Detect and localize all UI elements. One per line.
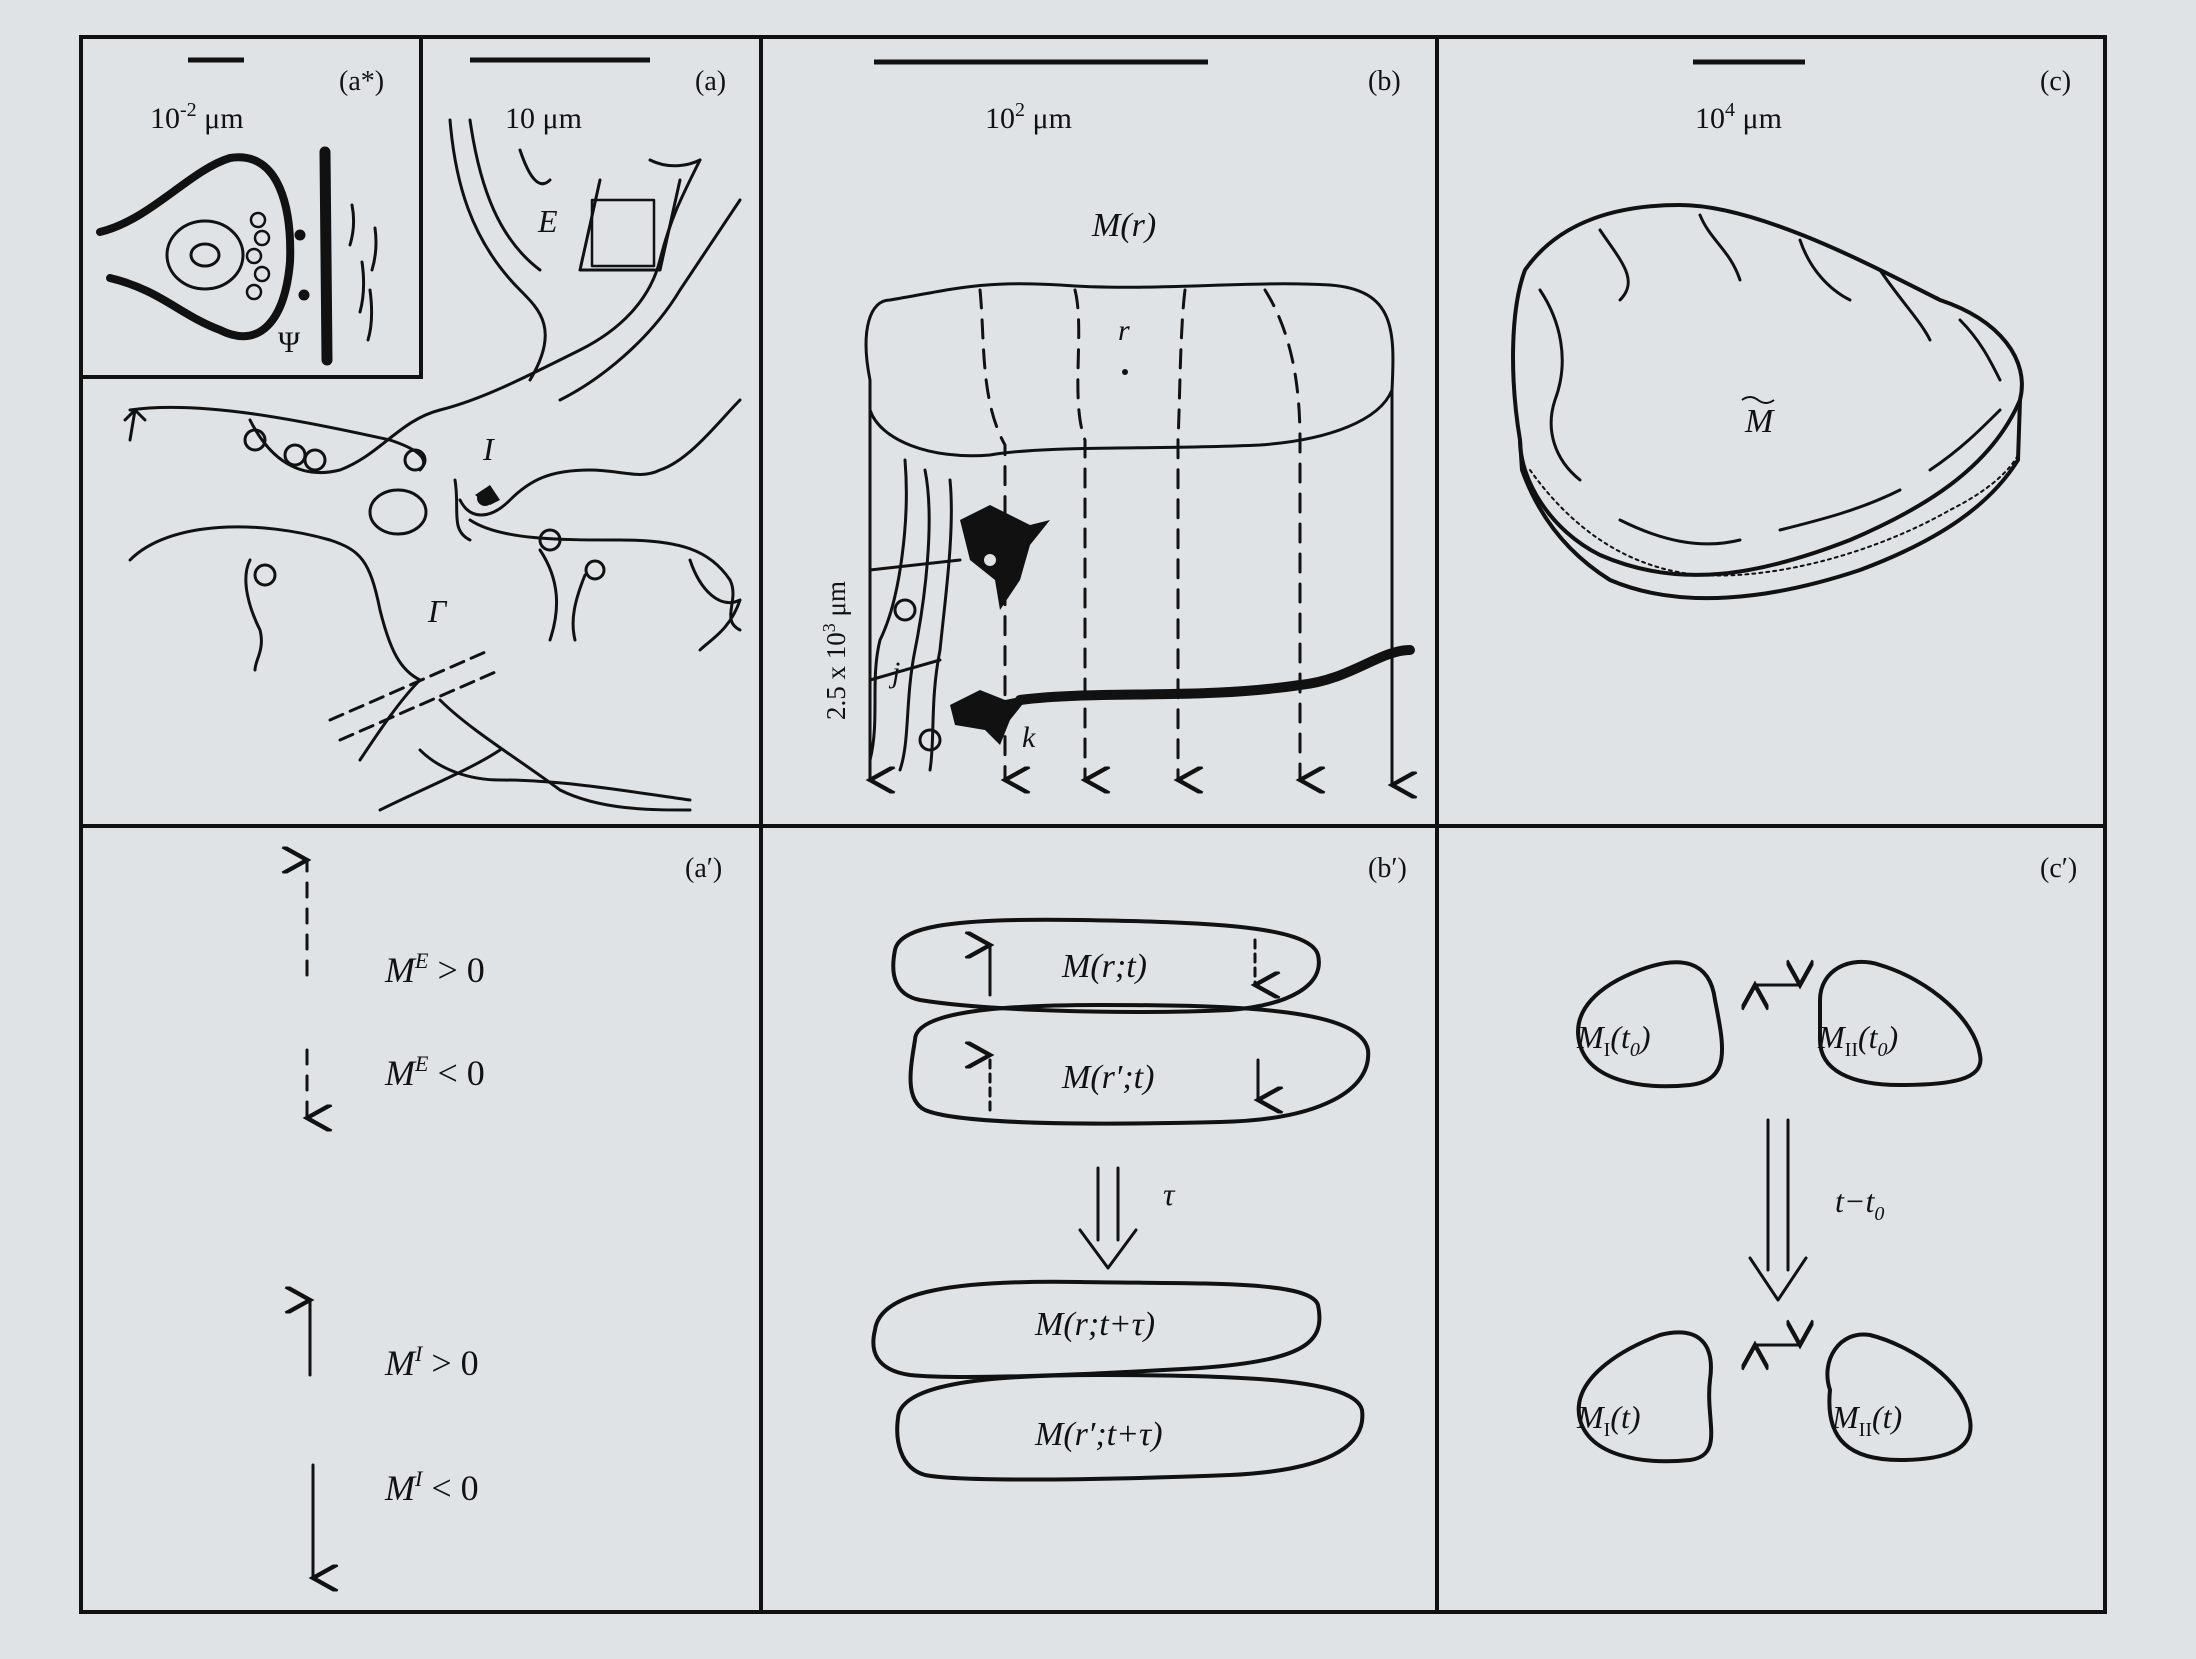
label-I: I [482,431,495,467]
panel-b-prime: (b′) M(r;t) M(r′;t) τ M(r;t+τ) M(r′;t+τ) [871,853,1407,1482]
label-tau: τ [1163,1176,1176,1212]
label-MII-t0: MII(t0) [1817,1019,1898,1061]
label-m3: M(r;t+τ) [1034,1306,1155,1343]
label-t-minus-t0: t−t0 [1835,1183,1884,1225]
label-MI-t0: MI(t0) [1576,1019,1651,1061]
label-k: k [1022,721,1036,754]
scale-label-a-star: 10-2 μm [150,99,244,135]
scale-label-c: 104 μm [1695,99,1782,135]
label-j: j [888,656,900,689]
label-m1: M(r;t) [1061,948,1147,985]
tag-a-prime: (a′) [685,853,722,884]
label-MI-t: MI(t) [1576,1399,1641,1441]
label-M-tilde: M [1744,403,1775,440]
label-E: E [537,203,558,239]
label-Gamma: Γ [427,593,448,629]
panel-a-star: 10-2 μm (a*) Ψ [79,35,423,379]
cortex-slab [1511,203,2024,601]
ME-gt-0: ME > 0 [384,948,485,990]
title-M-r: M(r) [1091,207,1156,244]
MI-gt-0: MI > 0 [384,1341,479,1383]
neuron-drawing [123,118,742,812]
columns-after [871,1279,1365,1482]
ME-lt-0: ME < 0 [384,1051,485,1093]
areas-t [1576,1330,1973,1464]
panel-a: 10 μm (a) [123,57,742,812]
label-r: r [1118,314,1130,347]
synapse-drawing [96,146,378,366]
scale-label-b: 102 μm [985,99,1072,135]
MI-lt-0: MI < 0 [384,1466,479,1508]
columns-before [891,917,1371,1126]
depth-label: 2.5 x 103 μm [819,581,851,720]
scale-label-a: 10 μm [505,102,582,135]
tag-c-prime: (c′) [2040,853,2077,884]
label-m2: M(r′;t) [1061,1059,1154,1096]
label-m4: M(r′;t+τ) [1034,1416,1163,1453]
panel-c: 104 μm (c) M [1511,59,2071,601]
tag-b: (b) [1368,66,1401,97]
psi-label: Ψ [278,326,301,359]
tau-double-arrow [1078,1166,1138,1270]
panel-b: 102 μm (b) M(r) r j k 2.5 x 103 μm [819,59,1410,785]
panel-c-prime: (c′) MI(t0) MII(t0) t−t0 MI(t) MII(t) [1576,853,2077,1464]
areas-t0 [1576,959,1983,1089]
column-drawing [864,282,1393,785]
time-double-arrow [1748,1118,1808,1302]
tag-a: (a) [695,66,726,97]
tag-c: (c) [2040,66,2071,97]
tag-b-prime: (b′) [1368,853,1407,884]
panel-a-prime: (a′) ME > 0 ME < 0 MI > 0 MI < 0 [307,853,722,1578]
panel-grid [79,35,2107,1614]
label-MII-t: MII(t) [1831,1399,1902,1441]
tag-a-star: (a*) [339,66,384,97]
